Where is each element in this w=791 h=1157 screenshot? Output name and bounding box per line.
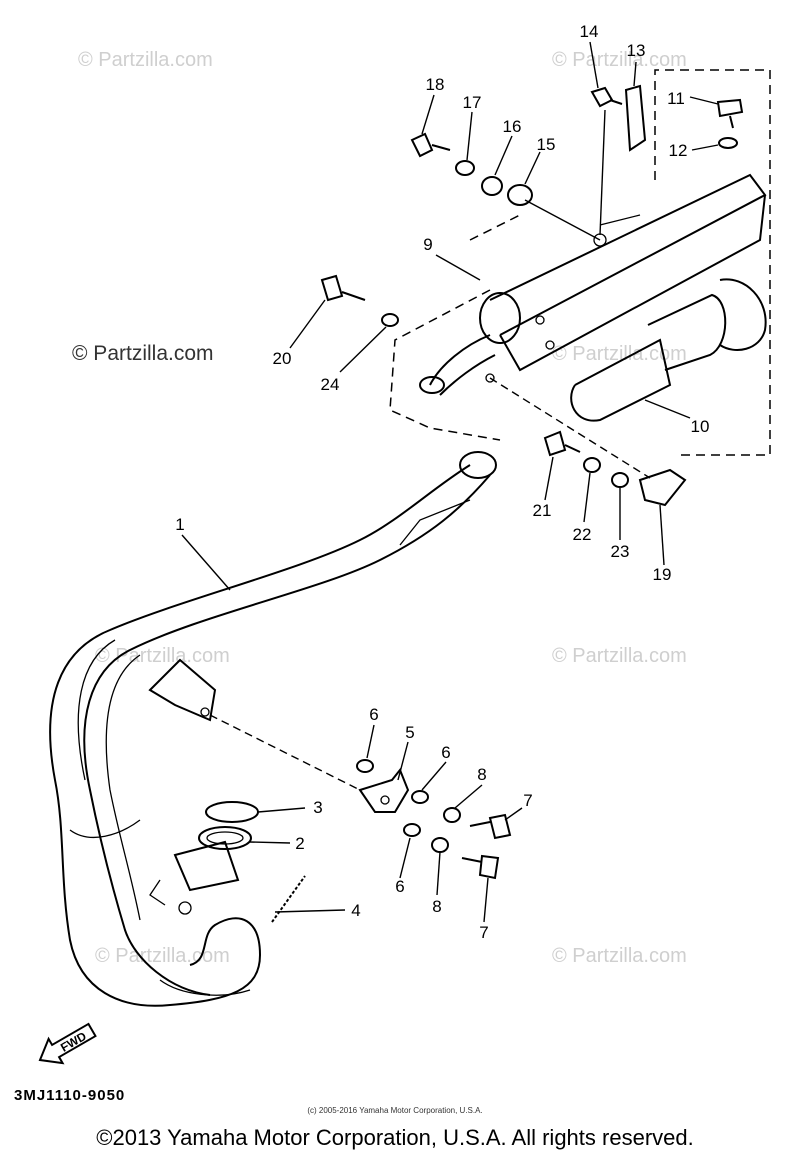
callout-8-bottom: 8 — [432, 897, 441, 916]
callout-22: 22 — [573, 525, 592, 544]
callout-6-bottom: 6 — [395, 877, 404, 896]
callout-7-top: 7 — [523, 791, 532, 810]
fwd-arrow: FWD — [38, 1022, 97, 1065]
callout-12: 12 — [669, 141, 688, 160]
leader-lines — [181, 41, 719, 923]
small-copyright: (c) 2005-2016 Yamaha Motor Corporation, … — [307, 1106, 482, 1115]
footer-copyright: ©2013 Yamaha Motor Corporation, U.S.A. A… — [96, 1125, 693, 1150]
callout-4: 4 — [351, 901, 360, 920]
callout-3: 3 — [313, 798, 322, 817]
callout-1: 1 — [175, 515, 184, 534]
callout-20: 20 — [273, 349, 292, 368]
expansion-chamber — [49, 451, 497, 1007]
callout-5: 5 — [405, 723, 414, 742]
watermark: © Partzilla.com — [95, 945, 230, 967]
callout-9: 9 — [423, 235, 432, 254]
callout-14: 14 — [580, 22, 599, 41]
callout-8-top: 8 — [477, 765, 486, 784]
callout-24: 24 — [321, 375, 340, 394]
callout-23: 23 — [611, 542, 630, 561]
watermark: © Partzilla.com — [552, 49, 687, 71]
callout-7-bottom: 7 — [479, 923, 488, 942]
callout-17: 17 — [463, 93, 482, 112]
watermark: © Partzilla.com — [95, 645, 230, 667]
callout-labels: 1 2 3 4 5 6 6 6 7 7 8 8 9 10 11 12 13 14… — [175, 22, 709, 942]
fwd-label: FWD — [58, 1029, 89, 1055]
callout-16: 16 — [503, 117, 522, 136]
callout-18: 18 — [426, 75, 445, 94]
callout-15: 15 — [537, 135, 556, 154]
gasket-parts — [173, 801, 306, 923]
watermark: © Partzilla.com — [72, 342, 214, 365]
callout-2: 2 — [295, 834, 304, 853]
callout-6-top: 6 — [369, 705, 378, 724]
silencer-assembly-outline — [389, 69, 771, 456]
watermark: © Partzilla.com — [78, 49, 213, 71]
callout-11: 11 — [667, 89, 685, 108]
callout-19: 19 — [653, 565, 672, 584]
watermark: © Partzilla.com — [552, 945, 687, 967]
callout-6-right: 6 — [441, 743, 450, 762]
callout-13: 13 — [627, 41, 646, 60]
callout-10: 10 — [691, 417, 710, 436]
silencer-hardware — [320, 84, 744, 507]
silencer — [419, 173, 767, 422]
bracket-hardware — [209, 714, 512, 880]
watermark-layer: © Partzilla.com © Partzilla.com © Partzi… — [72, 49, 687, 967]
diagram-code: 3MJ1110-9050 — [14, 1087, 125, 1104]
watermark: © Partzilla.com — [552, 645, 687, 667]
watermark: © Partzilla.com — [552, 343, 687, 365]
callout-21: 21 — [533, 501, 552, 520]
